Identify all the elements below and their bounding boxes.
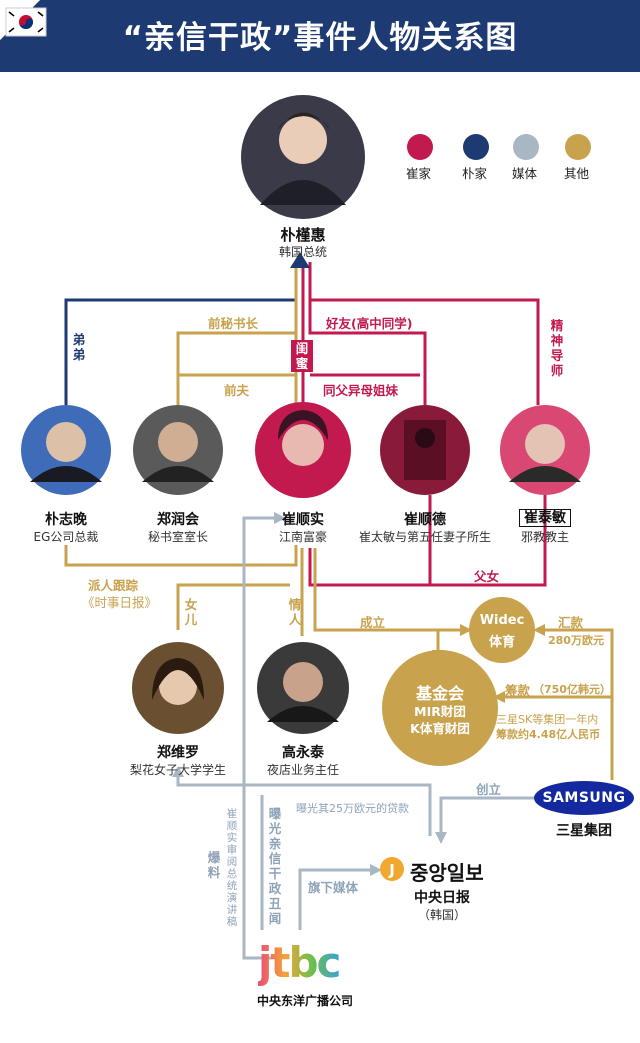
arrow-remittance (533, 624, 545, 636)
arrow-leak (274, 512, 286, 524)
name-park-geunhye: 朴槿惠 (280, 226, 326, 244)
label-subsidiary-media: 旗下媒体 (308, 880, 359, 895)
avatar-choi-soondeuk (380, 405, 470, 495)
arrow-loan-exposed (172, 766, 184, 777)
label-sent-tracker: 派人跟踪 (88, 578, 139, 593)
label-exposed-scandal: 曝光亲信干政丑闻 (268, 806, 282, 926)
label-father-daughter: 父女 (474, 569, 500, 584)
line-choi-to-fd (308, 548, 430, 587)
widec-label-2: 体育 (488, 635, 515, 650)
arrow-fundraising (493, 691, 505, 703)
line-sent-tracker (64, 545, 298, 567)
label-fundraising-detail-1: 三星SK等集团一年内 (496, 713, 599, 726)
joongang-sub: （韩国） (417, 908, 466, 922)
label-fundraising-detail-2: 筹款约4.48亿人民币 (496, 728, 601, 741)
line-ex-husband (176, 373, 296, 405)
desc-jeong-yunhoe: 秘书室室长 (147, 530, 208, 544)
joongang-logo-j: J (388, 861, 395, 879)
name-jeong-yunhoe: 郑润会 (157, 512, 199, 528)
joongang-logo-icon (380, 857, 404, 881)
desc-park-geunhye: 韩国总统 (278, 245, 327, 259)
label-remittance-amount: 280万欧元 (548, 634, 604, 647)
line-remittance (540, 628, 614, 780)
label-speech-review: 崔顺实审阅总统演讲稿 (226, 808, 238, 928)
line-subsidiary (298, 868, 375, 930)
label-loan-exposed: 曝光其25万欧元的贷款 (296, 802, 409, 815)
line-daughter (176, 583, 290, 630)
legend-label-other: 其他 (564, 166, 590, 181)
legend-label-choi: 崔家 (406, 166, 432, 181)
label-fundraising: 筹款 (505, 683, 531, 698)
legend-label-media: 媒体 (512, 166, 538, 181)
legend-dot-other (565, 134, 591, 160)
line-leak (242, 516, 278, 960)
avatar-choi-taemin (500, 405, 590, 495)
name-choi-soondeuk: 崔顺德 (404, 512, 446, 528)
label-half-sisters: 同父异母姐妹 (323, 383, 399, 398)
foundation-circle (382, 650, 498, 766)
label-leak: 爆料 (207, 850, 221, 880)
desc-jeong-yura: 梨花女子大学学生 (129, 763, 226, 777)
label-created: 创立 (476, 782, 502, 797)
avatar-choi-soonsil (255, 402, 351, 498)
widec-circle (469, 597, 535, 663)
label-former-secretary: 前秘书长 (208, 316, 259, 331)
label-confidante: 闺蜜 (291, 340, 313, 372)
label-fundraising-amount: （750亿韩元） (533, 683, 611, 696)
avatar-park-jiman (21, 405, 111, 495)
line-founded (313, 548, 440, 655)
jtbc-name: 中央东洋广播公司 (256, 994, 353, 1008)
avatar-park-geunhye (241, 95, 365, 219)
label-spiritual-mentor: 精神导师 (550, 318, 564, 378)
name-park-jiman: 朴志晚 (45, 512, 87, 528)
samsung-name: 三星集团 (556, 823, 612, 839)
arrow-widec (460, 624, 472, 636)
label-remittance: 汇款 (558, 615, 584, 630)
legend-dot-choi (407, 134, 433, 160)
foundation-label-3: K体育财团 (410, 721, 470, 736)
arrow-subsidiary (370, 864, 382, 876)
arrow-into-park (290, 252, 310, 268)
name-jeong-yura: 郑维罗 (157, 745, 199, 761)
name-choi-taemin-wrap: 崔泰敏 (512, 507, 578, 527)
name-go-youngtae: 高永泰 (282, 745, 324, 761)
avatar-jeong-yura (132, 642, 224, 734)
korean-flag-icon (5, 7, 47, 37)
desc-go-youngtae: 夜店业务主任 (266, 763, 339, 777)
desc-park-jiman: EG公司总裁 (33, 530, 99, 544)
header-band (0, 0, 640, 72)
line-mentor (308, 262, 540, 405)
legend-label-park: 朴家 (462, 166, 488, 181)
label-founded: 成立 (360, 615, 386, 630)
arrow-created (435, 832, 447, 844)
jtbc-logo-text: jtbc (258, 938, 341, 987)
foundation-label-2: MIR财团 (414, 704, 466, 719)
desc-choi-soonsil: 江南富豪 (278, 530, 327, 544)
avatar-jeong-yunhoe (133, 405, 223, 495)
joongang-logo-text: 중앙일보 (410, 861, 484, 885)
label-lover: 情人 (288, 597, 302, 627)
name-choi-taemin: 崔泰敏 (519, 509, 571, 527)
line-created (439, 796, 534, 836)
legend-dot-park (463, 134, 489, 160)
samsung-logo: SAMSUNG (534, 781, 634, 815)
line-loan-exposed (176, 772, 432, 836)
joongang-name: 中央日报 (414, 890, 470, 906)
line-father-daughter (428, 495, 547, 587)
legend-dot-media (513, 134, 539, 160)
label-brother: 弟弟 (72, 332, 86, 362)
label-ex-husband: 前夫 (224, 383, 250, 398)
widec-label-1: Widec (479, 613, 525, 628)
jtbc-logo: jtbc (258, 938, 341, 987)
avatar-go-youngtae (257, 642, 349, 734)
label-daughter: 女儿 (184, 597, 198, 627)
name-choi-soonsil: 崔顺实 (282, 512, 324, 528)
desc-choi-taemin: 邪教教主 (520, 530, 569, 544)
foundation-label-1: 基金会 (415, 684, 464, 703)
label-sent-tracker-source: 《时事日报》 (82, 595, 158, 610)
desc-choi-soondeuk: 崔太敏与第五任妻子所生 (358, 530, 491, 544)
label-friend-high-school: 好友(高中同学) (326, 316, 413, 331)
page-title: “亲信干政”事件人物关系图 (122, 20, 518, 56)
